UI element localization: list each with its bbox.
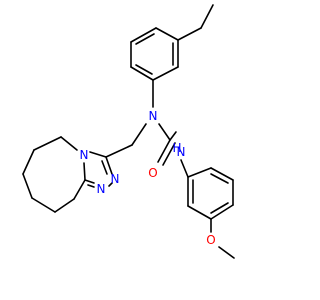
- bond-methoxyphenyl-b1: [187, 167, 212, 178]
- bond-methoxyphenyl-inner-2: [210, 202, 229, 214]
- bond-methoxyphenyl-b2: [210, 167, 234, 181]
- bond-phenyl-a1: [155, 27, 179, 41]
- bond-ethyl-ch3-ch2: [200, 4, 214, 29]
- bond-phenyl-inner-1: [135, 33, 155, 45]
- amide-hydrogen-label: H: [172, 141, 181, 155]
- bond-co-1: [157, 139, 171, 163]
- molecule-structure-diagram: N H N O O N N N: [22, 4, 235, 259]
- bond-n2-c3: [105, 156, 113, 175]
- bond-azepane-1: [33, 136, 62, 151]
- bond-azepane-5: [54, 198, 75, 213]
- bond-n2-c3-double: [101, 160, 108, 175]
- bond-phenyl-a4: [130, 66, 154, 81]
- bond-c-nh: [169, 131, 177, 141]
- bond-methoxyphenyl-inner-1: [210, 173, 229, 184]
- bond-methoxyphenyl-b5: [187, 205, 212, 220]
- bond-n-carbonyl: [158, 123, 171, 141]
- atom-labels: N H N O O N N N: [80, 109, 216, 247]
- bond-co-2: [162, 142, 176, 166]
- bond-azepane-3: [22, 173, 33, 199]
- bond-nh-ring: [180, 159, 189, 178]
- triazole-n1-label: N: [97, 182, 106, 196]
- bond-azepane-2: [22, 149, 35, 175]
- bond-phenyl-a2: [130, 27, 157, 43]
- bond-phenyl-a5: [152, 66, 179, 81]
- bond-methoxyphenyl-b4: [210, 204, 234, 220]
- triazole-n4-label: N: [80, 148, 89, 162]
- carbonyl-oxygen-label: O: [148, 166, 157, 180]
- bond-azepane-6: [73, 179, 86, 200]
- bond-ethyl-ch2-ring: [177, 27, 202, 41]
- bond-phenyl-inner-2: [135, 64, 153, 75]
- bond-n4-c9: [83, 162, 86, 181]
- triazole-n2-label: N: [111, 172, 120, 186]
- bond-c9-n1-double: [87, 184, 95, 188]
- bond-n1-n2: [108, 182, 113, 187]
- bond-c3-n4: [89, 151, 107, 158]
- bond-ether-o-ch3: [218, 246, 235, 259]
- bond-ch2-triazole: [105, 144, 133, 158]
- ether-oxygen-label: O: [206, 233, 215, 247]
- bond-c9-n1: [84, 179, 95, 184]
- amide-nitrogen-label: N: [177, 145, 186, 159]
- bond-n-ch2: [131, 123, 147, 146]
- bond-n4-ch2a: [60, 136, 78, 151]
- bond-azepane-4: [31, 197, 56, 213]
- bonds: [22, 4, 235, 259]
- urea-nitrogen-label: N: [149, 109, 158, 123]
